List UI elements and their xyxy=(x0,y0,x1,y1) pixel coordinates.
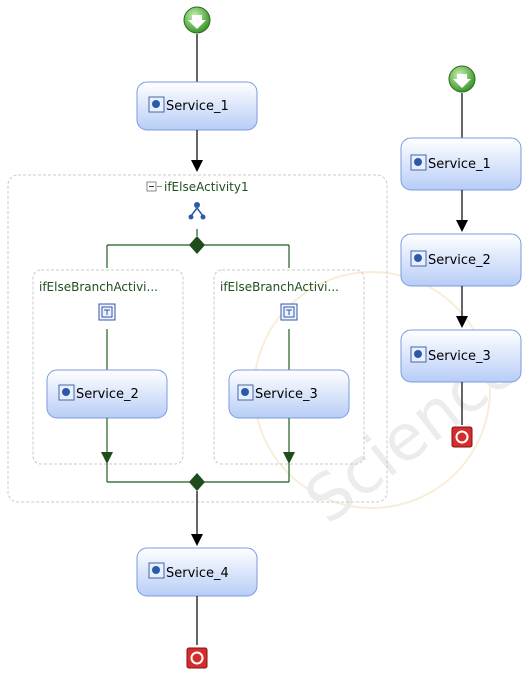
stop-icon xyxy=(451,426,473,448)
activity-gear-icon xyxy=(237,384,254,401)
branch-title: ifElseBranchActivi... xyxy=(39,280,158,294)
activity-service-3-right[interactable]: Service_3 xyxy=(400,329,522,383)
activity-gear-icon xyxy=(410,250,427,267)
start-arrow-icon xyxy=(448,65,476,93)
activity-service-4[interactable]: Service_4 xyxy=(136,547,258,597)
merge-diamond xyxy=(189,473,205,491)
ifelse-icon xyxy=(188,202,206,220)
branch-icon xyxy=(280,303,298,321)
collapse-minus-icon[interactable] xyxy=(146,181,162,192)
activity-label: Service_3 xyxy=(255,387,318,402)
activity-service-1[interactable]: Service_1 xyxy=(136,81,258,131)
activity-service-3-left[interactable]: Service_3 xyxy=(228,369,350,419)
branch-title: ifElseBranchActivi... xyxy=(220,280,339,294)
activity-service-2-right[interactable]: Service_2 xyxy=(400,233,522,287)
activity-label: Service_4 xyxy=(166,566,229,581)
ifelse-title: ifElseActivity1 xyxy=(164,180,249,194)
activity-label: Service_3 xyxy=(428,349,491,364)
branch-icon xyxy=(98,303,116,321)
activity-label: Service_1 xyxy=(166,99,229,114)
branch-diamond xyxy=(189,236,205,254)
branch-container-1[interactable]: ifElseBranchActivi... xyxy=(32,269,184,465)
activity-gear-icon xyxy=(148,562,165,579)
branch-container-2[interactable]: ifElseBranchActivi... xyxy=(213,269,365,465)
activity-service-2-left[interactable]: Service_2 xyxy=(46,369,168,419)
activity-gear-icon xyxy=(148,96,165,113)
start-arrow-icon xyxy=(183,6,211,34)
activity-label: Service_2 xyxy=(428,253,491,268)
activity-label: Service_2 xyxy=(76,387,139,402)
activity-gear-icon xyxy=(58,384,75,401)
activity-service-1-right[interactable]: Service_1 xyxy=(400,137,522,191)
activity-gear-icon xyxy=(410,154,427,171)
stop-icon xyxy=(186,647,208,669)
activity-label: Service_1 xyxy=(428,157,491,172)
activity-gear-icon xyxy=(410,346,427,363)
